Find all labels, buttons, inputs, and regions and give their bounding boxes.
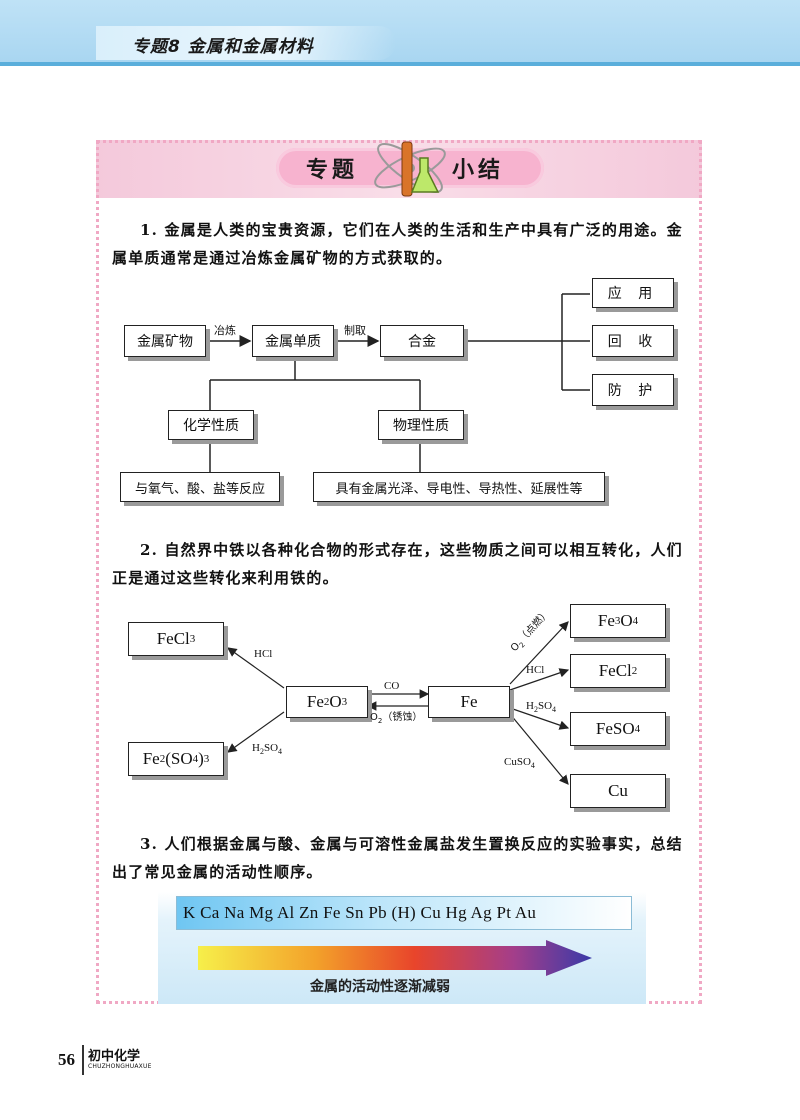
label-cuso4: CuSO4 xyxy=(504,756,535,771)
box-physical-desc: 具有金属光泽、导电性、导热性、延展性等 xyxy=(313,472,605,502)
banner-left-text: 专题 xyxy=(306,158,359,183)
label-co: CO xyxy=(384,680,400,692)
box-metal-ore: 金属矿物 xyxy=(124,325,206,357)
header-rule xyxy=(0,62,800,66)
box-chemical-properties: 化学性质 xyxy=(168,410,254,440)
box-fe: Fe xyxy=(428,686,510,718)
box-protection: 防 护 xyxy=(592,374,674,406)
label-hcl-right: HCl xyxy=(526,664,545,676)
label-make: 制取 xyxy=(344,324,366,337)
label-h2so4-left: H2SO4 xyxy=(252,742,283,757)
activity-series: K Ca Na Mg Al Zn Fe Sn Pb (H) Cu Hg Ag P… xyxy=(176,896,632,930)
box-alloy: 合金 xyxy=(380,325,464,357)
label-hcl-left: HCl xyxy=(254,648,273,660)
box-cu: Cu xyxy=(570,774,666,808)
label-o2-rust: O2（锈蚀） xyxy=(370,712,423,725)
paragraph-1: 1. 金属是人类的宝贵资源，它们在人类的生活和生产中具有广泛的用途。金属单质通常… xyxy=(112,221,683,267)
box-application: 应 用 xyxy=(592,278,674,308)
box-physical-properties: 物理性质 xyxy=(378,410,464,440)
book-pinyin: CHUZHONGHUAXUE xyxy=(88,1063,152,1070)
header-title-tab: 专题8 金属和金属材料 xyxy=(96,26,396,60)
book-title: 初中化学 xyxy=(88,1049,141,1064)
banner-right-text: 小结 xyxy=(452,158,505,183)
box-chemical-desc: 与氧气、酸、盐等反应 xyxy=(120,472,280,502)
page-number: 56 xyxy=(58,1050,75,1069)
label-smelt: 冶炼 xyxy=(214,324,236,337)
chapter-title: 专题8 金属和金属材料 xyxy=(132,37,314,57)
atom-flask-icon xyxy=(374,141,446,197)
label-h2so4-right: H2SO4 xyxy=(526,700,557,715)
paragraph-3: 3. 人们根据金属与酸、金属与可溶性金属盐发生置换反应的实验事实，总结出了常见金… xyxy=(112,835,683,881)
footer-divider xyxy=(82,1045,84,1075)
box-metal-element: 金属单质 xyxy=(252,325,334,357)
paragraph-2: 2. 自然界中铁以各种化合物的形式存在，这些物质之间可以相互转化，人们正是通过这… xyxy=(112,541,683,587)
activity-caption: 金属的活动性逐渐减弱 xyxy=(310,979,450,995)
box-recycle: 回 收 xyxy=(592,325,674,357)
